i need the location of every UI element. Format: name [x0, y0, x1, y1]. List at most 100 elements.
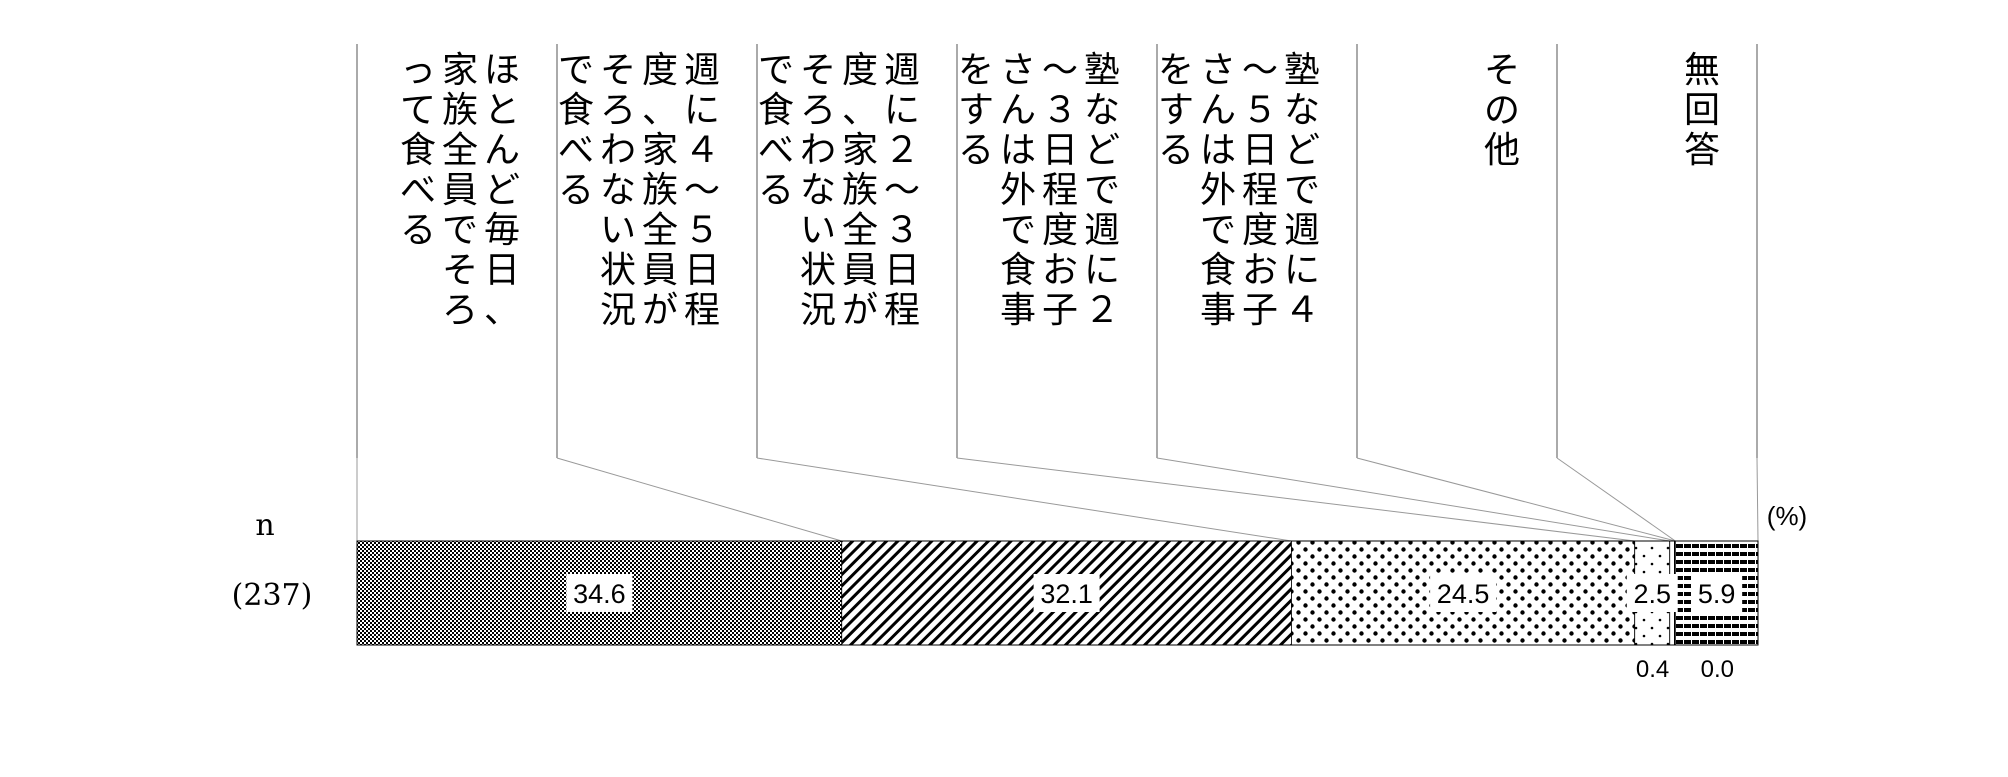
category-header-char: 子	[1242, 290, 1278, 331]
category-header-char: 毎	[484, 210, 520, 251]
category-header-char: 、	[842, 90, 878, 131]
leader-line	[1356, 457, 1676, 542]
category-header-char: る	[758, 170, 794, 211]
category-header-char: 全	[642, 210, 678, 251]
category-header-char: 週	[884, 50, 920, 91]
category-header-char: 家	[842, 130, 878, 171]
category-header-char: 子	[1042, 290, 1078, 331]
category-header-char: 食	[1200, 250, 1236, 291]
category-header-char: 、	[484, 290, 520, 331]
category-header-char: る	[958, 130, 994, 171]
category-header-char: 回	[1684, 90, 1720, 131]
category-header-char: 員	[442, 170, 478, 211]
category-header-char: 全	[842, 210, 878, 251]
category-header-char: 日	[1242, 130, 1278, 171]
category-header-char: 族	[642, 170, 678, 211]
value-label-bg	[1626, 574, 1678, 612]
category-header-char: に	[884, 90, 920, 131]
category-header-char: な	[600, 170, 636, 211]
category-header-char: 塾	[1284, 50, 1320, 91]
category-header-char: 週	[1084, 210, 1120, 251]
category-header-char: 程	[884, 290, 920, 331]
category-header-char: で	[758, 50, 794, 91]
value-label-6: 5.9	[1698, 579, 1736, 609]
category-header-char: が	[642, 290, 678, 331]
category-header-char: 況	[600, 290, 636, 331]
category-header-char: て	[400, 90, 436, 131]
category-header-char: で	[558, 50, 594, 91]
category-header-char: ５	[1242, 90, 1278, 131]
category-header-char: に	[684, 90, 720, 131]
category-header-char: ２	[884, 130, 920, 171]
category-header-char: ろ	[600, 90, 636, 131]
category-header-char: 食	[558, 90, 594, 131]
category-header-char: 日	[1042, 130, 1078, 171]
category-header-char: そ	[600, 50, 636, 91]
category-header-char: ３	[1042, 90, 1078, 131]
category-header-char: ろ	[800, 90, 836, 131]
category-header-char: ～	[884, 170, 920, 211]
category-header-char: で	[442, 210, 478, 251]
category-header-char: 食	[1000, 250, 1036, 291]
category-header-char: を	[958, 50, 994, 91]
category-header-char: ～	[684, 170, 720, 211]
category-header-char: を	[1158, 50, 1194, 91]
category-header-char: る	[400, 210, 436, 251]
value-label-1: 32.1	[1040, 579, 1093, 609]
category-header-char: べ	[758, 130, 794, 171]
category-header-char: は	[1200, 130, 1236, 171]
category-header-char: べ	[400, 170, 436, 211]
category-header-char: 員	[642, 250, 678, 291]
category-header-char: っ	[400, 50, 436, 91]
category-header-char: ３	[884, 210, 920, 251]
category-header-char: ４	[684, 130, 720, 171]
category-header-char: は	[1000, 130, 1036, 171]
category-header-char: 程	[684, 290, 720, 331]
category-header-char: ん	[1200, 90, 1236, 131]
category-header-char: い	[800, 210, 836, 251]
category-header-char: 度	[1042, 210, 1078, 251]
category-header-char: わ	[800, 130, 836, 171]
value-label-bg	[1691, 574, 1743, 612]
category-header-char: 週	[684, 50, 720, 91]
leader-lines	[356, 457, 1759, 542]
value-label-bg	[1033, 574, 1100, 612]
category-header-char: ろ	[442, 290, 478, 331]
category-header-5: その他	[1484, 50, 1520, 171]
value-label-4: 0.4	[1636, 656, 1669, 683]
category-header-char: な	[1284, 90, 1320, 131]
category-header-char: で	[1200, 210, 1236, 251]
category-header-char: べ	[558, 130, 594, 171]
category-header-char: る	[558, 170, 594, 211]
leader-line	[1156, 457, 1670, 542]
category-header-char: 度	[842, 50, 878, 91]
category-header-char: で	[1000, 210, 1036, 251]
leader-line	[756, 457, 1292, 542]
category-header-char: 員	[842, 250, 878, 291]
category-header-char: 週	[1284, 210, 1320, 251]
n-label: n	[255, 508, 274, 543]
category-header-char: ２	[1084, 290, 1120, 331]
category-header-char: ４	[1284, 290, 1320, 331]
value-label-bg	[1430, 574, 1497, 612]
category-header-char: ど	[484, 170, 520, 211]
leader-line	[556, 457, 842, 542]
category-header-char: ほ	[484, 50, 520, 91]
row-label: (237)	[232, 578, 313, 613]
category-header-char: わ	[600, 130, 636, 171]
value-label-0: 34.6	[573, 579, 626, 609]
category-header-char: 事	[1200, 290, 1236, 331]
category-header-char: 族	[442, 90, 478, 131]
category-header-char: と	[484, 90, 520, 131]
category-header-char: 食	[400, 130, 436, 171]
category-header-char: ５	[684, 210, 720, 251]
category-header-char: 無	[1684, 50, 1720, 91]
category-header-char: お	[1042, 250, 1078, 291]
category-header-char: で	[1284, 170, 1320, 211]
